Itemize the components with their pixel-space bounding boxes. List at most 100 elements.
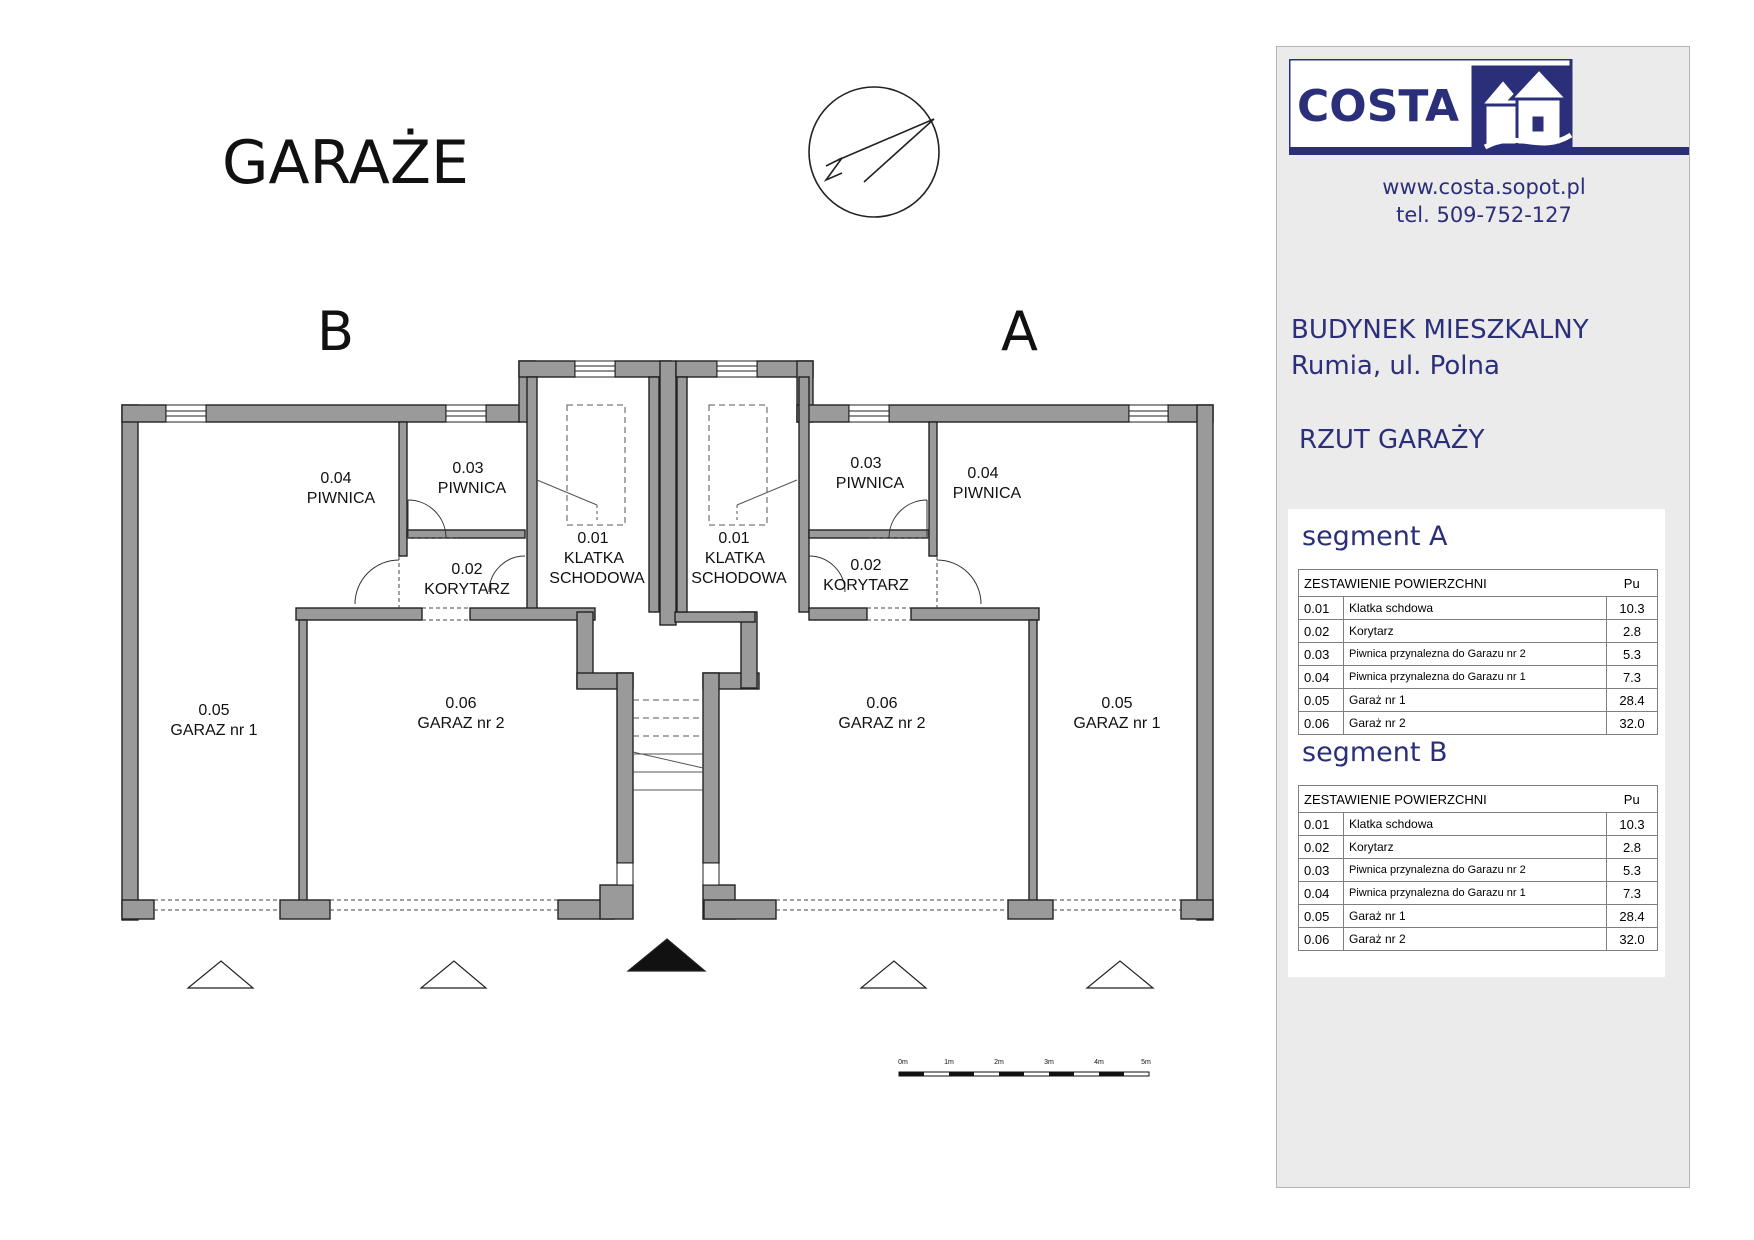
cell-number: 0.04 (1298, 665, 1344, 689)
scale-label: 2m (994, 1059, 1004, 1066)
table-header: ZESTAWIENIE POWIERZCHNI (1298, 569, 1607, 597)
cell-area: 28.4 (1606, 688, 1658, 712)
cell-name: Piwnica przynalezna do Garazu nr 1 (1343, 665, 1607, 689)
scale-label: 0m (898, 1059, 908, 1066)
room-a03-number: 0.03 (850, 455, 881, 472)
room-b04-name: PIWNICA (307, 490, 376, 507)
cell-number: 0.03 (1298, 642, 1344, 666)
houses-icon (1471, 65, 1573, 151)
floor-plan: GARAŻE B A (121, 86, 1214, 1077)
cell-area: 5.3 (1606, 858, 1658, 882)
scale-label: 5m (1141, 1059, 1151, 1066)
segment-letter-a: A (1001, 300, 1038, 363)
room-a02-name: KORYTARZ (823, 577, 909, 594)
room-a01-number: 0.01 (718, 530, 749, 547)
room-a01-name1: KLATKA (705, 550, 766, 567)
scale-bar: 0m 1m 2m 3m 4m 5m (898, 1059, 1151, 1077)
table-header: ZESTAWIENIE POWIERZCHNI (1298, 785, 1607, 813)
cell-area: 28.4 (1606, 904, 1658, 928)
room-a03-name: PIWNICA (836, 475, 905, 492)
website-link[interactable]: www.costa.sopot.pl (1382, 175, 1586, 199)
segment-a-title: segment A (1302, 521, 1448, 552)
room-a06-name: GARAZ nr 2 (838, 715, 925, 732)
cell-area: 10.3 (1606, 812, 1658, 836)
segment-letter-b: B (317, 300, 354, 363)
cell-name: Piwnica przynalezna do Garazu nr 2 (1343, 858, 1607, 882)
room-a05-name: GARAZ nr 1 (1073, 715, 1160, 732)
room-a05-number: 0.05 (1101, 695, 1132, 712)
cell-area: 5.3 (1606, 642, 1658, 666)
cell-name: Klatka schdowa (1343, 596, 1607, 620)
room-b01-name2: SCHODOWA (549, 570, 645, 587)
door-swings (354, 499, 982, 605)
room-b06-number: 0.06 (445, 695, 476, 712)
windows (165, 360, 1169, 886)
building-location: Rumia, ul. Polna (1291, 351, 1500, 381)
entrance-triangle-icon (1085, 960, 1155, 989)
cell-number: 0.03 (1298, 858, 1344, 882)
cell-name: Garaż nr 2 (1343, 711, 1607, 735)
cell-number: 0.02 (1298, 835, 1344, 859)
stairs (536, 404, 798, 791)
room-a02-number: 0.02 (850, 557, 881, 574)
cell-name: Garaż nr 1 (1343, 904, 1607, 928)
room-a04-number: 0.04 (967, 465, 998, 482)
logo-text: COSTA (1297, 81, 1459, 132)
entrance-triangle-icon (186, 960, 255, 989)
scale-label: 1m (944, 1059, 954, 1066)
title-block: COSTA www.costa.sopot.pl tel. 509-752-12… (1276, 46, 1690, 1188)
room-b03-number: 0.03 (452, 460, 483, 477)
room-b02-number: 0.02 (451, 561, 482, 578)
drawing-name: RZUT GARAŻY (1299, 425, 1485, 455)
room-a04-name: PIWNICA (953, 485, 1022, 502)
cell-name: Klatka schdowa (1343, 812, 1607, 836)
room-b01-number: 0.01 (577, 530, 608, 547)
cell-name: Garaż nr 1 (1343, 688, 1607, 712)
cell-number: 0.01 (1298, 596, 1344, 620)
cell-number: 0.02 (1298, 619, 1344, 643)
cell-number: 0.06 (1298, 711, 1344, 735)
garage-gates (154, 537, 1181, 911)
room-b05-name: GARAZ nr 1 (170, 722, 257, 739)
room-b05-number: 0.05 (198, 702, 229, 719)
cell-name: Garaż nr 2 (1343, 927, 1607, 951)
cell-area: 2.8 (1606, 835, 1658, 859)
cell-number: 0.05 (1298, 688, 1344, 712)
cell-number: 0.01 (1298, 812, 1344, 836)
phone-number: tel. 509-752-127 (1396, 203, 1572, 227)
scale-label: 4m (1094, 1059, 1104, 1066)
cell-name: Korytarz (1343, 619, 1607, 643)
cell-area: 32.0 (1606, 711, 1658, 735)
room-b03-name: PIWNICA (438, 480, 507, 497)
room-b04-number: 0.04 (320, 470, 351, 487)
cell-name: Piwnica przynalezna do Garazu nr 1 (1343, 881, 1607, 905)
room-b06-name: GARAZ nr 2 (417, 715, 504, 732)
scale-label: 3m (1044, 1059, 1054, 1066)
walls (121, 360, 1214, 921)
cell-name: Korytarz (1343, 835, 1607, 859)
room-b02-name: KORYTARZ (424, 581, 510, 598)
unit-header: Pu (1606, 569, 1658, 597)
segment-b-title: segment B (1302, 737, 1448, 768)
cell-number: 0.06 (1298, 927, 1344, 951)
room-a01-name2: SCHODOWA (691, 570, 787, 587)
entrance-triangle-icon (419, 960, 488, 989)
room-a06-number: 0.06 (866, 695, 897, 712)
cell-number: 0.04 (1298, 881, 1344, 905)
entrance-markers (186, 938, 1155, 989)
cell-number: 0.05 (1298, 904, 1344, 928)
cell-area: 10.3 (1606, 596, 1658, 620)
north-arrow-icon (808, 86, 940, 218)
